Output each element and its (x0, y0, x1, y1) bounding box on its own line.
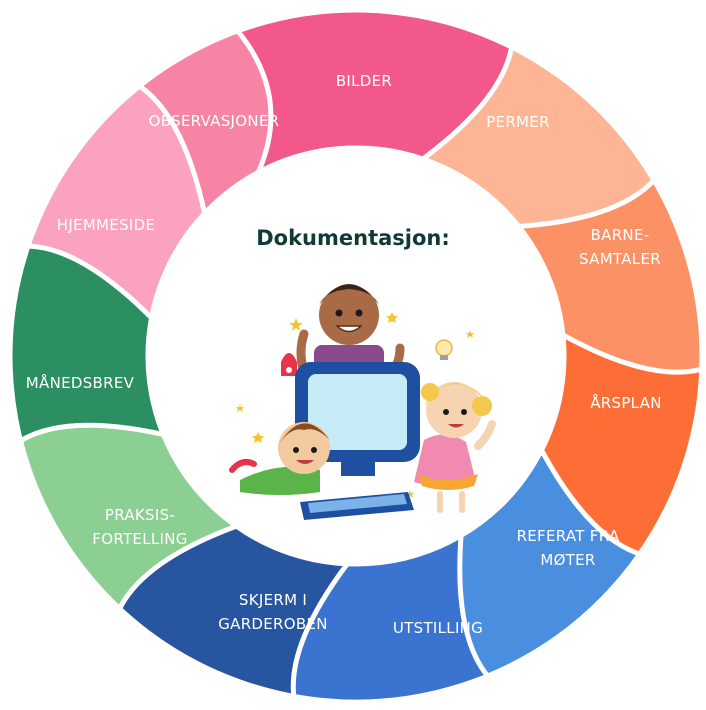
segment-label-line: SKJERM I (239, 591, 307, 609)
segment-label: HJEMMESIDE (57, 216, 156, 234)
segment-label: SKJERM I GARDEROBEN (218, 591, 328, 633)
segment-label-line: ÅRSPLAN (590, 393, 662, 412)
segment-label-line: SAMTALER (579, 250, 661, 268)
segment-label: ÅRSPLAN (590, 393, 662, 412)
segment-label-line: BARNE- (591, 226, 650, 244)
segment-label-line: PERMER (486, 113, 550, 131)
segment-label: BARNE- SAMTALER (579, 226, 661, 268)
segment-label-line: PRAKSIS- (105, 506, 175, 524)
segment-label-line: BILDER (336, 72, 392, 90)
center-disc (150, 150, 562, 562)
segment-label: REFERAT FRA MØTER (517, 527, 620, 569)
segment-label: BILDER (336, 72, 392, 90)
segment-label-line: HJEMMESIDE (57, 216, 156, 234)
page-title: Dokumentasjon: (256, 226, 450, 250)
segment-label-line: GARDEROBEN (218, 615, 328, 633)
segment-label: MÅNEDSBREV (26, 373, 135, 392)
segment-label: PERMER (486, 113, 550, 131)
segment-label-line: OBSERVASJONER (149, 112, 280, 130)
segment-label: UTSTILLING (393, 619, 483, 637)
segment-label: PRAKSIS- FORTELLING (92, 506, 187, 548)
segment-label-line: FORTELLING (92, 530, 187, 548)
segment-label: OBSERVASJONER (149, 112, 280, 130)
segment-label-line: REFERAT FRA (517, 527, 620, 545)
segment-label-line: UTSTILLING (393, 619, 483, 637)
segment-label-line: MÅNEDSBREV (26, 373, 135, 392)
wheel-segment (235, 7, 515, 175)
segment-label-line: MØTER (540, 551, 595, 569)
